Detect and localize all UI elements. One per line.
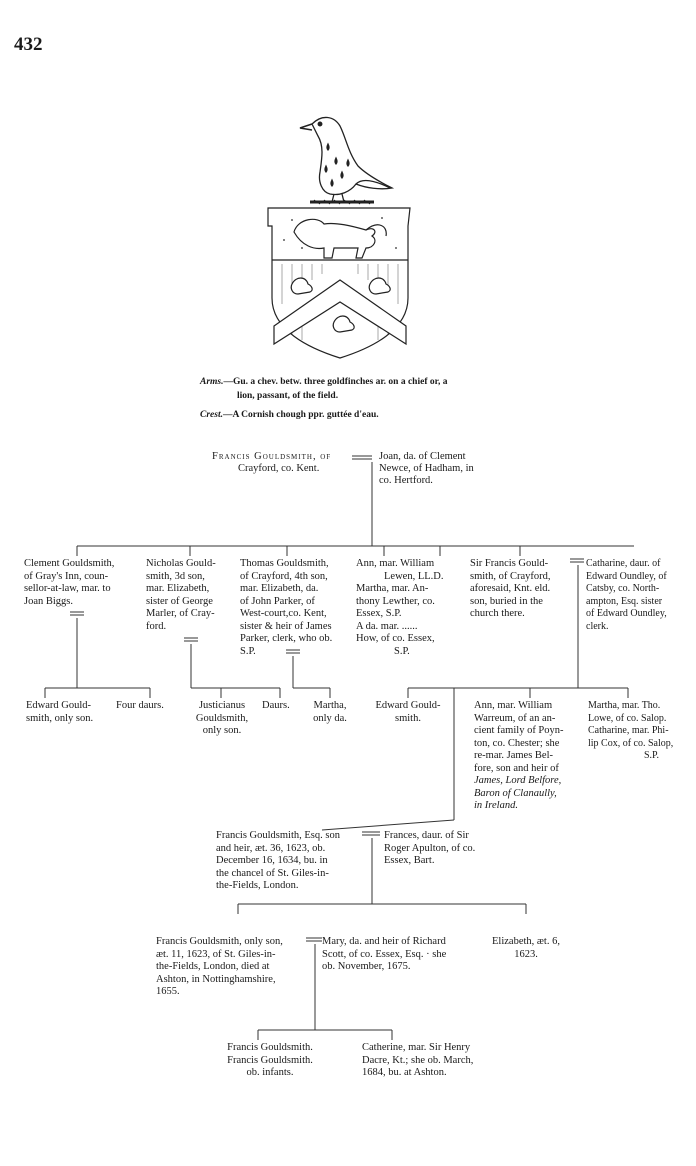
edward-gouldsmith-only-son: Edward Gould-smith, only son. [26, 700, 94, 724]
francis-gouldsmith-senior: Francis Gouldsmith, of [212, 451, 332, 462]
arms-blazon-cont: lion, passant, of the field. [237, 391, 339, 401]
coat-of-arms-illustration [267, 116, 411, 359]
crest-label: Crest. [200, 410, 223, 420]
joan-line-1: Joan, da. of Clement [379, 451, 466, 462]
arms-label: Arms. [200, 377, 224, 387]
martha-and-catharine: Martha, mar. Tho.Lowe, of co. Salop.Cath… [588, 700, 674, 761]
clement-gouldsmith: Clement Gouldsmith,of Gray's Inn, coun-s… [24, 558, 115, 607]
francis-gouldsmith-only-son: Francis Gouldsmith, only son,æt. 11, 162… [156, 936, 283, 997]
crest-blazon: Crest.—A Cornish chough ppr. guttée d'ea… [200, 409, 379, 422]
shield-icon [267, 207, 411, 359]
cornish-chough-crest-icon [299, 116, 395, 205]
crest-text: —A Cornish chough ppr. guttée d'eau. [222, 410, 379, 420]
page-number: 432 [14, 34, 43, 55]
joan-line-2: Newce, of Hadham, in [379, 463, 474, 474]
sir-francis-gouldsmith: Sir Francis Gould-smith, of Crayford,afo… [470, 558, 551, 619]
francis-gouldsmith-infants: Francis Gouldsmith.Francis Gouldsmith.ob… [227, 1042, 313, 1078]
four-daughters: Four daurs. [116, 700, 164, 711]
thomas-gouldsmith: Thomas Gouldsmith,of Crayford, 4th son,m… [240, 558, 333, 657]
arms-text-line-1: —Gu. a chev. betw. three goldfinches ar.… [223, 377, 448, 387]
francis-senior-place: Crayford, co. Kent. [238, 463, 320, 474]
daughters: Daurs. [262, 700, 290, 711]
martha-only-daughter: Martha,only da. [313, 700, 347, 724]
arms-blazon: Arms.—Gu. a chev. betw. three goldfinche… [200, 376, 447, 389]
elizabeth: Elizabeth, æt. 6,1623. [492, 936, 560, 960]
nicholas-gouldsmith: Nicholas Gould-smith, 3d son,mar. Elizab… [146, 558, 216, 632]
joan-line-3: co. Hertford. [379, 475, 433, 486]
edward-gouldsmith: Edward Gould-smith. [375, 700, 441, 724]
